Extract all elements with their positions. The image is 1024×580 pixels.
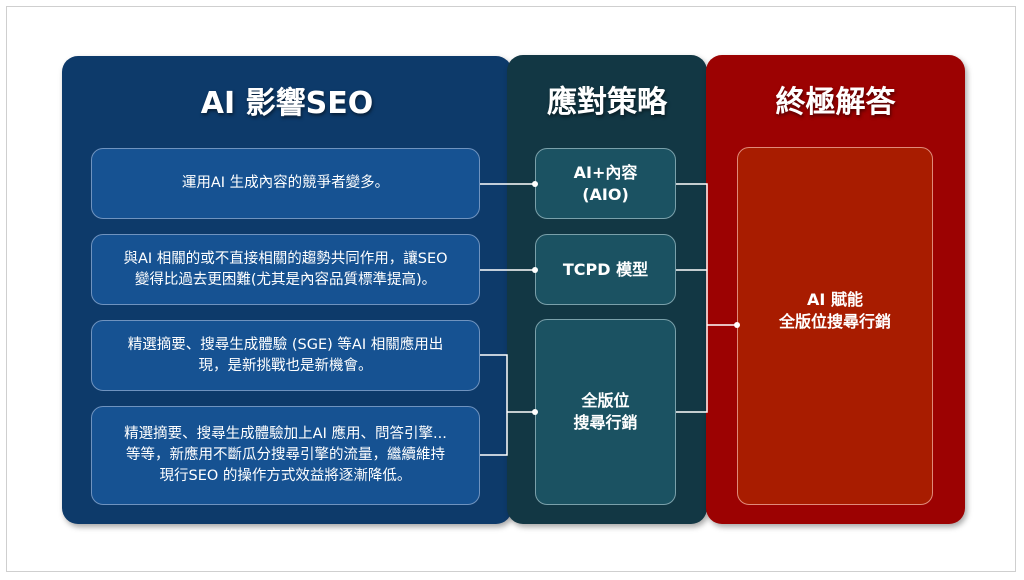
impact-box-2: 與AI 相關的或不直接相關的趨勢共同作用，讓SEO 變得比過去更困難(尤其是內容… (91, 234, 480, 305)
impact-text-3: 精選摘要、搜尋生成體驗 (SGE) 等AI 相關應用出 現，是新挑戰也是新機會。 (127, 336, 444, 374)
answer-title: 終極解答 (775, 85, 896, 120)
strategy-text-1: AI+內容 (AIO) (573, 162, 638, 204)
strategy-text-3: 全版位 搜尋行銷 (573, 391, 638, 432)
impact-text-4: 精選摘要、搜尋生成體驗加上AI 應用、問答引擎... 等等，新應用不斷瓜分搜尋引… (124, 426, 447, 484)
strategy-box-aio: AI+內容 (AIO) (535, 148, 676, 219)
impact-box-3: 精選摘要、搜尋生成體驗 (SGE) 等AI 相關應用出 現，是新挑戰也是新機會。 (91, 320, 480, 391)
impact-title: AI 影響SEO (200, 86, 374, 121)
slide-frame (6, 6, 1016, 572)
strategy-text-2: TCPD 模型 (562, 259, 649, 279)
strategy-title: 應對策略 (547, 85, 667, 120)
answer-text: AI 賦能 全版位搜尋行銷 (778, 290, 891, 331)
impact-text-2: 與AI 相關的或不直接相關的趨勢共同作用，讓SEO 變得比過去更困難(尤其是內容… (123, 250, 448, 288)
impact-box-1: 運用AI 生成內容的競爭者變多。 (91, 148, 480, 219)
impact-text-1: 運用AI 生成內容的競爭者變多。 (181, 175, 390, 191)
answer-box: AI 賦能 全版位搜尋行銷 (737, 147, 933, 505)
strategy-box-tcpd: TCPD 模型 (535, 234, 676, 305)
strategy-box-full-search: 全版位 搜尋行銷 (535, 319, 676, 505)
impact-box-4: 精選摘要、搜尋生成體驗加上AI 應用、問答引擎... 等等，新應用不斷瓜分搜尋引… (91, 406, 480, 505)
